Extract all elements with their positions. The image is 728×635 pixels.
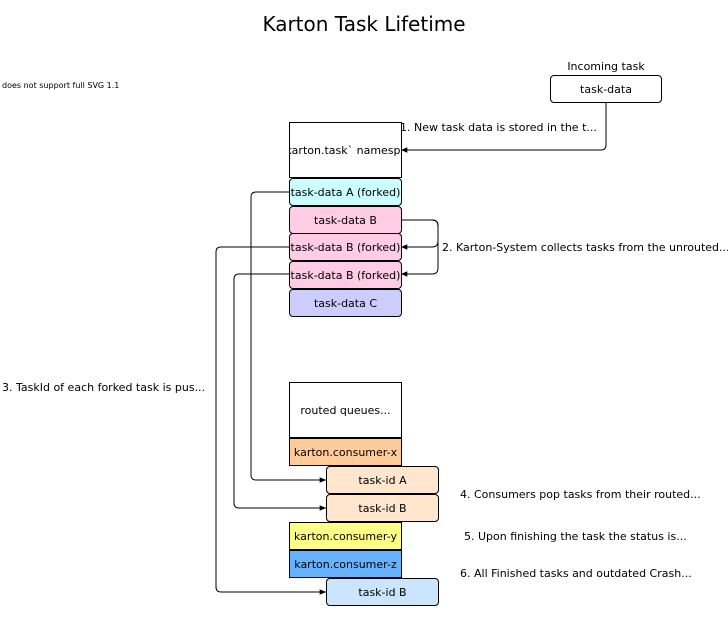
step-3-text: 3. TaskId of each forked task is pus... — [2, 381, 206, 394]
task-data-b: task-data B — [289, 206, 402, 234]
consumer-x-box: karton.consumer-x — [289, 438, 402, 466]
arrow-forked-b1-to-task-id-b2 — [215, 246, 326, 595]
svg-support-warning: does not support full SVG 1.1 — [2, 81, 120, 90]
step-1-text: 1. New task data is stored in the t... — [400, 121, 597, 134]
step-4-text: 4. Consumers pop tasks from their routed… — [460, 488, 701, 501]
step-2-text: 2. Karton-System collects tasks from the… — [442, 241, 728, 254]
task-data-b-forked-1: task-data B (forked) — [289, 233, 402, 261]
task-data-b-forked-2: task-data B (forked) — [289, 261, 402, 289]
arrow-incoming-to-namespace — [401, 103, 607, 153]
step-6-text: 6. All Finished tasks and outdated Crash… — [460, 567, 692, 580]
step-5-text: 5. Upon finishing the task the status is… — [464, 530, 687, 543]
diagram-title: Karton Task Lifetime — [262, 12, 466, 36]
consumer-y-box: karton.consumer-y — [289, 522, 402, 550]
consumer-z-box: karton.consumer-z — [289, 550, 402, 578]
task-id-a-box: task-id A — [326, 466, 439, 494]
arrow-taskb-to-forked-1 — [401, 219, 439, 250]
routed-queues-box: routed queues... — [289, 382, 402, 438]
arrow-taskb-to-forked-2 — [401, 219, 439, 277]
incoming-task-label: Incoming task — [567, 60, 645, 73]
task-namespace-box: `karton.task` namesp... — [289, 122, 402, 178]
task-data-c: task-data C — [289, 289, 402, 317]
incoming-task-box: task-data — [550, 75, 662, 103]
arrow-forked-a-to-task-id-a — [250, 191, 326, 483]
task-data-a-forked: task-data A (forked) — [289, 178, 402, 206]
arrow-forked-b2-to-task-id-b — [233, 273, 326, 511]
task-id-b-finished-box: task-id B — [326, 578, 439, 606]
task-id-b-box: task-id B — [326, 494, 439, 522]
